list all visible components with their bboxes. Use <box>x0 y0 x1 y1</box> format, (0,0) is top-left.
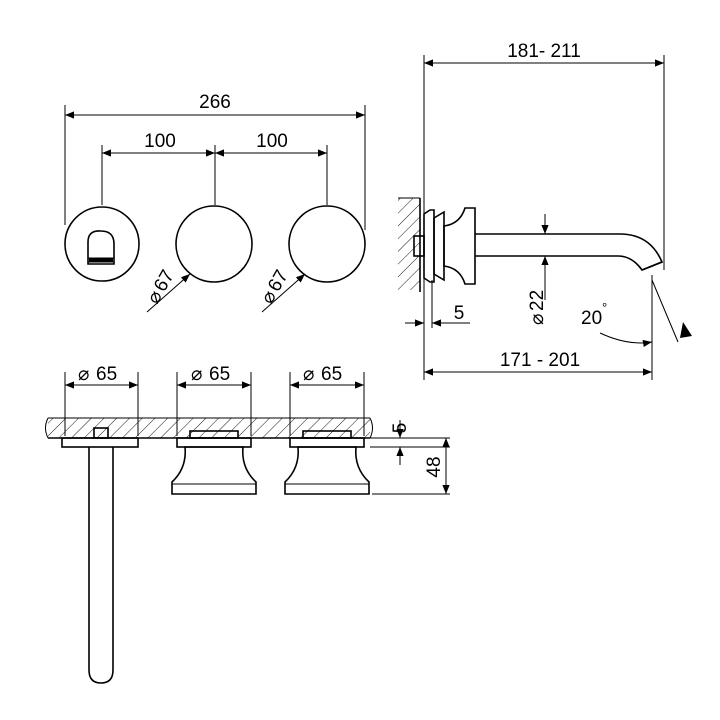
svg-text:°: ° <box>602 300 607 315</box>
svg-text:48: 48 <box>424 456 445 477</box>
svg-text:65: 65 <box>96 364 117 385</box>
dim-wall-offset: 5 <box>454 303 465 324</box>
svg-text:65: 65 <box>321 364 342 385</box>
svg-text:⌀: ⌀ <box>527 314 548 325</box>
handle-top-right <box>284 430 370 495</box>
spout-rosette <box>64 206 140 282</box>
svg-text:65: 65 <box>209 364 230 385</box>
dim-rosette-dia-left: ⌀ 67 <box>143 267 179 308</box>
svg-text:20: 20 <box>581 308 602 329</box>
handle-rosette-left <box>175 205 253 283</box>
spout <box>475 233 664 271</box>
spout-top <box>61 427 139 684</box>
handle-top-left <box>171 430 257 495</box>
top-view: ⌀ 65 ⌀ 65 ⌀ 65 <box>45 364 450 684</box>
svg-text:⌀: ⌀ <box>78 364 89 385</box>
svg-text:5: 5 <box>390 423 411 434</box>
dim-spacing-left: 100 <box>144 131 176 152</box>
dim-projection-range: 181- 211 <box>507 41 581 62</box>
side-view: 181- 211 ⌀ 22 5 20 ° <box>398 41 692 380</box>
dim-plate-dia-1: ⌀ 65 <box>78 364 117 385</box>
dim-spout-range: 171 - 201 <box>500 350 580 371</box>
dim-spout-dia: ⌀ 22 <box>527 290 548 325</box>
front-view: 266 100 100 ⌀ 67 ⌀ 67 <box>64 92 366 313</box>
dim-spacing-right: 100 <box>256 131 288 152</box>
dim-overall-width: 266 <box>199 92 231 113</box>
dim-handle-height: 48 <box>424 456 445 477</box>
svg-text:22: 22 <box>527 290 548 311</box>
dim-plate-thickness: 5 <box>390 423 411 434</box>
dim-angle: 20 ° <box>581 300 607 329</box>
svg-text:⌀: ⌀ <box>303 364 314 385</box>
dim-plate-dia-2: ⌀ 65 <box>191 364 230 385</box>
handle-rosette-right <box>288 205 366 283</box>
dim-plate-dia-3: ⌀ 65 <box>303 364 342 385</box>
svg-text:⌀: ⌀ <box>191 364 202 385</box>
dim-rosette-dia-right: ⌀ 67 <box>257 267 293 308</box>
